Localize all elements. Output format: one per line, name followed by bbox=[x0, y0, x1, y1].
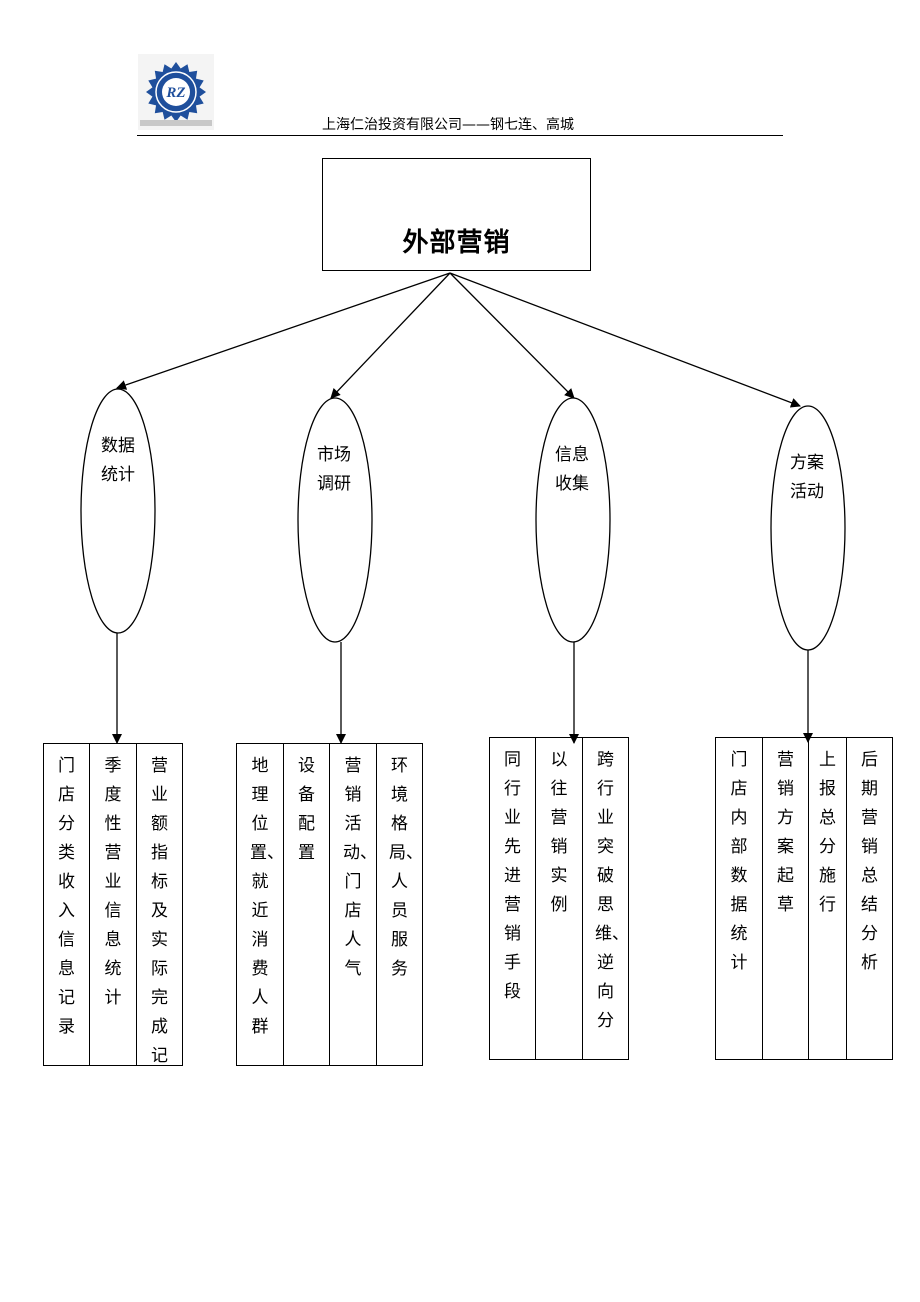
node-label-3-line1: 信息 bbox=[555, 445, 589, 465]
detail-column: 后期营销总结分析 bbox=[847, 738, 892, 1059]
node-label-3-line2: 收集 bbox=[555, 474, 589, 494]
arrow-to-node-4 bbox=[449, 272, 801, 408]
detail-group-1: 门店分类收入信息记录 季度性营业信息统计 营业额指标及实际完成记 bbox=[43, 743, 183, 1066]
detail-column: 设备配置 bbox=[284, 744, 330, 1065]
company-logo: RZ bbox=[138, 54, 214, 130]
logo-seal-icon: RZ bbox=[138, 54, 214, 130]
node-label-4-line1: 方案 bbox=[790, 453, 824, 473]
node-ellipse-2 bbox=[297, 397, 373, 643]
detail-text: 营销活动、门店人气 bbox=[343, 756, 377, 979]
root-box bbox=[322, 158, 591, 271]
detail-column: 上报总分施行 bbox=[809, 738, 847, 1059]
detail-column: 营业额指标及实际完成记 bbox=[137, 744, 182, 1065]
detail-group-4: 门店内部数据统计 营销方案起草 上报总分施行 后期营销总结分析 bbox=[715, 737, 893, 1060]
detail-column: 营销活动、门店人气 bbox=[330, 744, 377, 1065]
detail-column: 以往营销实例 bbox=[536, 738, 583, 1059]
arrow-to-node-3 bbox=[449, 272, 575, 399]
company-name: 上海仁治投资有限公司——钢七连、高城 bbox=[322, 117, 574, 133]
node-label-2: 市场 调研 bbox=[304, 441, 364, 499]
detail-column: 跨行业突破思维、逆向分 bbox=[583, 738, 628, 1059]
detail-text: 跨行业突破思维、逆向分 bbox=[595, 750, 628, 1031]
detail-text: 门店内部数据统计 bbox=[730, 750, 748, 973]
arrow-to-node-1 bbox=[116, 272, 451, 390]
detail-text: 营业额指标及实际完成记 bbox=[151, 756, 168, 1065]
node-ellipse-1 bbox=[80, 388, 156, 634]
detail-column: 季度性营业信息统计 bbox=[90, 744, 137, 1065]
detail-text: 设备配置 bbox=[298, 756, 315, 863]
detail-group-3: 同行业先进营销手段 以往营销实例 跨行业突破思维、逆向分 bbox=[489, 737, 629, 1060]
arrow-to-node-2 bbox=[330, 272, 451, 399]
root-title: 外部营销 bbox=[402, 228, 511, 258]
detail-column: 同行业先进营销手段 bbox=[490, 738, 536, 1059]
node-label-2-line2: 调研 bbox=[317, 474, 351, 494]
node-label-1: 数据 统计 bbox=[88, 432, 148, 490]
detail-text: 门店分类收入信息记录 bbox=[58, 756, 75, 1037]
detail-text: 后期营销总结分析 bbox=[861, 750, 878, 973]
detail-text: 以往营销实例 bbox=[550, 750, 568, 915]
node-label-1-line1: 数据 bbox=[101, 436, 135, 456]
detail-column: 门店内部数据统计 bbox=[716, 738, 763, 1059]
logo-lettering: RZ bbox=[165, 85, 185, 101]
detail-text: 同行业先进营销手段 bbox=[504, 750, 521, 1002]
detail-column: 环境格局、人员服务 bbox=[377, 744, 422, 1065]
detail-group-2: 地理位置、就近消费人群 设备配置 营销活动、门店人气 环境格局、人员服务 bbox=[236, 743, 423, 1066]
detail-text: 上报总分施行 bbox=[819, 750, 836, 915]
node-label-2-line1: 市场 bbox=[317, 445, 351, 465]
detail-column: 营销方案起草 bbox=[763, 738, 809, 1059]
node-label-3: 信息 收集 bbox=[542, 441, 602, 499]
node-ellipse-4 bbox=[770, 405, 846, 651]
detail-text: 环境格局、人员服务 bbox=[389, 756, 422, 979]
node-label-4: 方案 活动 bbox=[777, 449, 837, 507]
detail-text: 地理位置、就近消费人群 bbox=[250, 756, 284, 1037]
detail-column: 地理位置、就近消费人群 bbox=[237, 744, 284, 1065]
detail-column: 门店分类收入信息记录 bbox=[44, 744, 90, 1065]
node-label-1-line2: 统计 bbox=[101, 465, 135, 485]
detail-text: 季度性营业信息统计 bbox=[104, 756, 122, 1008]
node-label-4-line2: 活动 bbox=[790, 482, 824, 502]
node-ellipse-3 bbox=[535, 397, 611, 643]
header-divider bbox=[137, 135, 783, 136]
detail-text: 营销方案起草 bbox=[777, 750, 794, 915]
